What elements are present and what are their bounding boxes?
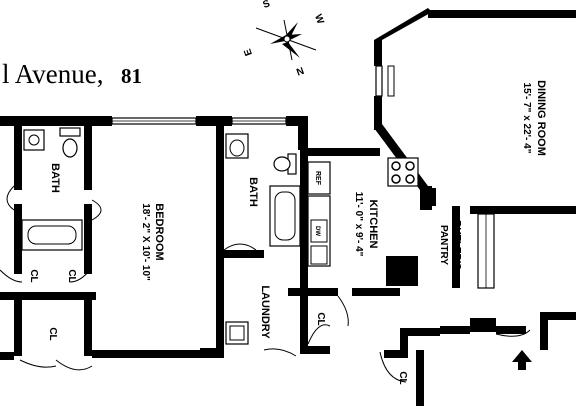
kitchen-dims: 11'- 0" x 9'- 4": [353, 192, 364, 257]
address-number: 81: [121, 64, 142, 88]
closet-label: CL: [28, 269, 39, 282]
bedroom-label: BEDROOM: [153, 203, 165, 260]
laundry-label: LAUNDRY: [259, 285, 271, 339]
dining-room-label: DINING ROOM: [535, 80, 547, 156]
compass-w: W: [312, 13, 326, 26]
fixtures: [21, 127, 419, 345]
dw-label: DW: [314, 226, 320, 236]
closet-label: CL: [397, 371, 408, 384]
bedroom-dims: 18'- 2" X 10'- 10": [140, 203, 151, 281]
walls: [0, 8, 576, 406]
entry-arrow-icon: [512, 350, 532, 370]
closet-label: CL: [315, 312, 326, 325]
butlers-pantry-line1: BUTLER'S: [451, 220, 462, 270]
compass-s: S: [262, 0, 272, 11]
closet-label: CL: [47, 327, 58, 340]
bath-center-label: BATH: [247, 177, 259, 207]
address-fragment: l Avenue,: [2, 59, 103, 89]
kitchen-label: KITCHEN: [367, 200, 379, 249]
compass-n: N: [295, 64, 306, 77]
doors: [0, 185, 531, 383]
dining-room-dims: 15'- 7" x 22'- 4": [521, 83, 532, 154]
closet-label: CL: [66, 269, 77, 282]
ref-label: REF: [314, 171, 321, 186]
compass-e: E: [242, 47, 255, 57]
butlers-pantry-line2: PANTRY: [438, 225, 449, 265]
bath-left-label: BATH: [49, 163, 61, 193]
compass-icon: [255, 19, 317, 61]
